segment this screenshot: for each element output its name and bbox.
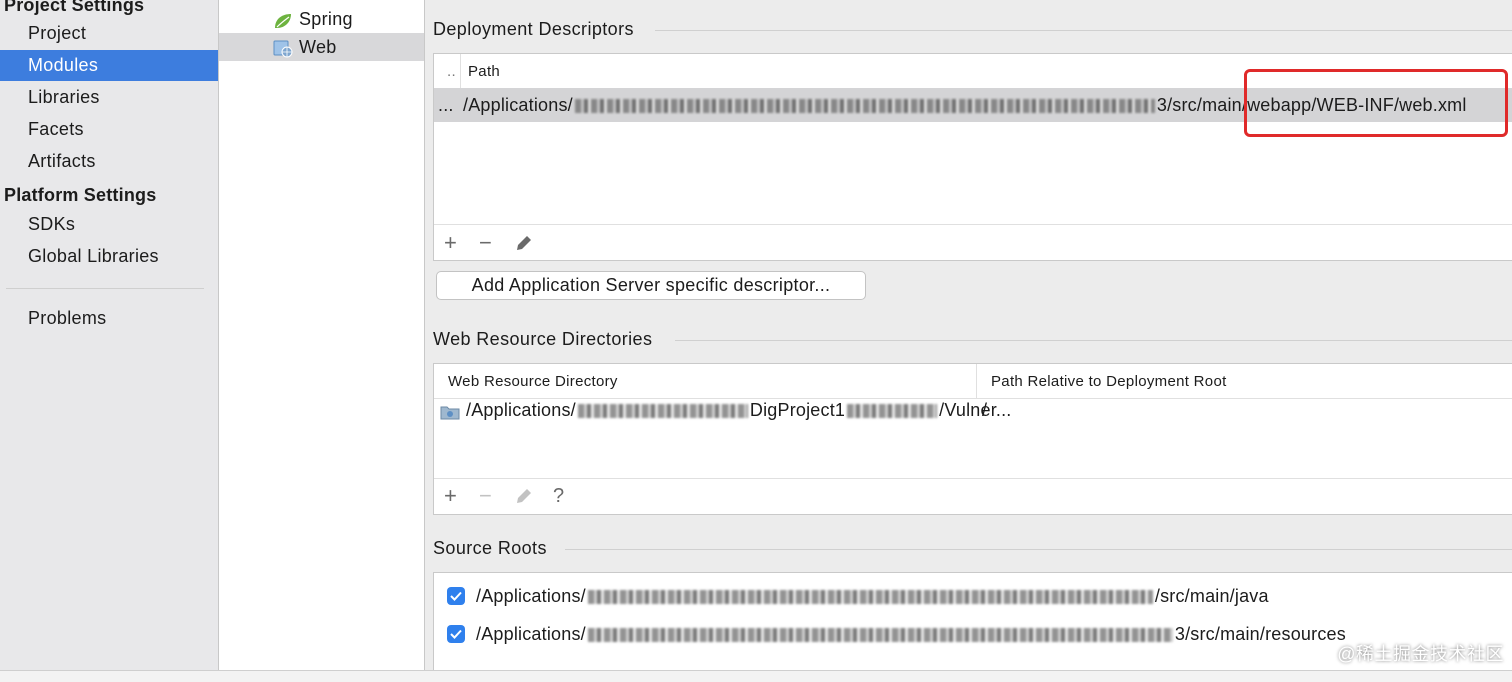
descriptor-type-cell: ... <box>438 95 454 115</box>
path-suffix: /src/main/java <box>1154 586 1269 606</box>
footer-bar <box>0 670 1512 682</box>
column-divider <box>460 54 461 88</box>
source-root-checkbox[interactable] <box>447 625 465 643</box>
settings-nav: Project Settings Project Modules Librari… <box>0 0 219 670</box>
toolbar-divider <box>434 224 1512 225</box>
nav-item-global-libraries[interactable]: Global Libraries <box>28 246 159 266</box>
column-divider <box>976 364 977 398</box>
web-facet-settings: Deployment Descriptors .. Path ... /Appl… <box>425 0 1512 671</box>
redacted-blur <box>587 590 1153 605</box>
remove-icon[interactable]: − <box>479 230 492 255</box>
section-divider <box>675 340 1512 341</box>
redacted-blur <box>574 99 1155 114</box>
path-mid: DigProject1 <box>749 400 846 420</box>
web-facet-icon <box>273 38 293 58</box>
nav-item-problems[interactable]: Problems <box>28 308 107 328</box>
column-header-type[interactable]: .. <box>447 63 456 80</box>
nav-item-modules[interactable]: Modules <box>0 50 218 81</box>
remove-icon[interactable]: − <box>479 483 492 508</box>
table-row[interactable]: /Applications/DigProject1/Vulner... / <box>434 399 1512 429</box>
redacted-blur <box>577 404 748 419</box>
tree-item-label: Web <box>299 37 337 57</box>
path-suffix: 3/src/main/webapp/WEB-INF/web.xml <box>1156 95 1467 115</box>
module-tree: Spring Web <box>219 0 425 670</box>
add-server-descriptor-button[interactable]: Add Application Server specific descript… <box>436 271 866 300</box>
nav-item-libraries[interactable]: Libraries <box>28 87 100 107</box>
redacted-blur <box>587 628 1173 643</box>
source-root-path: /Applications/3/src/main/resources <box>476 624 1346 645</box>
spring-leaf-icon <box>273 10 293 28</box>
nav-item-facets[interactable]: Facets <box>28 119 84 139</box>
redacted-blur <box>847 404 938 419</box>
path-suffix: /Vulner... <box>939 400 1012 420</box>
nav-divider <box>6 288 204 289</box>
list-item[interactable]: /Applications/3/src/main/resources <box>434 619 1512 649</box>
column-header-path[interactable]: Path <box>468 63 501 80</box>
descriptor-path-cell: /Applications/3/src/main/webapp/WEB-INF/… <box>463 95 1467 116</box>
watermark: @稀土掘金技术社区 <box>1337 644 1504 664</box>
path-prefix: /Applications/ <box>476 586 586 606</box>
platform-settings-header: Platform Settings <box>4 185 157 205</box>
deployment-descriptors-table: .. Path ... /Applications/3/src/main/web… <box>433 53 1512 261</box>
tree-item-web[interactable]: Web <box>219 33 424 61</box>
nav-item-artifacts[interactable]: Artifacts <box>28 151 96 171</box>
web-resource-directories-title: Web Resource Directories <box>433 329 663 350</box>
add-icon[interactable]: + <box>444 483 457 508</box>
column-header-web-resource-directory[interactable]: Web Resource Directory <box>448 373 618 390</box>
section-divider <box>565 549 1512 550</box>
relative-path-cell: / <box>982 400 988 420</box>
web-resource-directories-table: Web Resource Directory Path Relative to … <box>433 363 1512 515</box>
path-prefix: /Applications/ <box>466 400 576 420</box>
nav-item-project[interactable]: Project <box>28 23 87 43</box>
add-icon[interactable]: + <box>444 230 457 255</box>
deployment-descriptors-title: Deployment Descriptors <box>433 19 644 40</box>
column-header-relative-path[interactable]: Path Relative to Deployment Root <box>991 373 1227 390</box>
source-root-path: /Applications/ /src/main/java <box>476 586 1269 607</box>
highlight-annotation-box <box>1244 69 1508 137</box>
folder-icon <box>440 404 460 425</box>
source-roots-title: Source Roots <box>433 538 557 559</box>
path-prefix: /Applications/ <box>476 624 586 644</box>
list-item[interactable]: /Applications/ /src/main/java <box>434 581 1512 611</box>
section-divider <box>655 30 1512 31</box>
path-prefix: /Applications/ <box>463 95 573 115</box>
toolbar-divider <box>434 478 1512 479</box>
tree-item-label: Spring <box>299 9 353 29</box>
web-resource-dir-cell: /Applications/DigProject1/Vulner... <box>466 400 1012 421</box>
edit-pencil-icon[interactable] <box>514 233 534 257</box>
edit-pencil-icon[interactable] <box>514 486 534 510</box>
header-divider <box>434 398 1512 399</box>
source-root-checkbox[interactable] <box>447 587 465 605</box>
project-settings-header: Project Settings <box>4 0 145 15</box>
source-roots-list: /Applications/ /src/main/java /Applicatio… <box>433 572 1512 671</box>
tree-item-spring[interactable]: Spring <box>219 5 424 33</box>
table-row[interactable]: ... /Applications/3/src/main/webapp/WEB-… <box>434 88 1512 122</box>
help-icon[interactable]: ? <box>553 485 565 507</box>
nav-item-sdks[interactable]: SDKs <box>28 214 76 234</box>
path-suffix: 3/src/main/resources <box>1174 624 1346 644</box>
